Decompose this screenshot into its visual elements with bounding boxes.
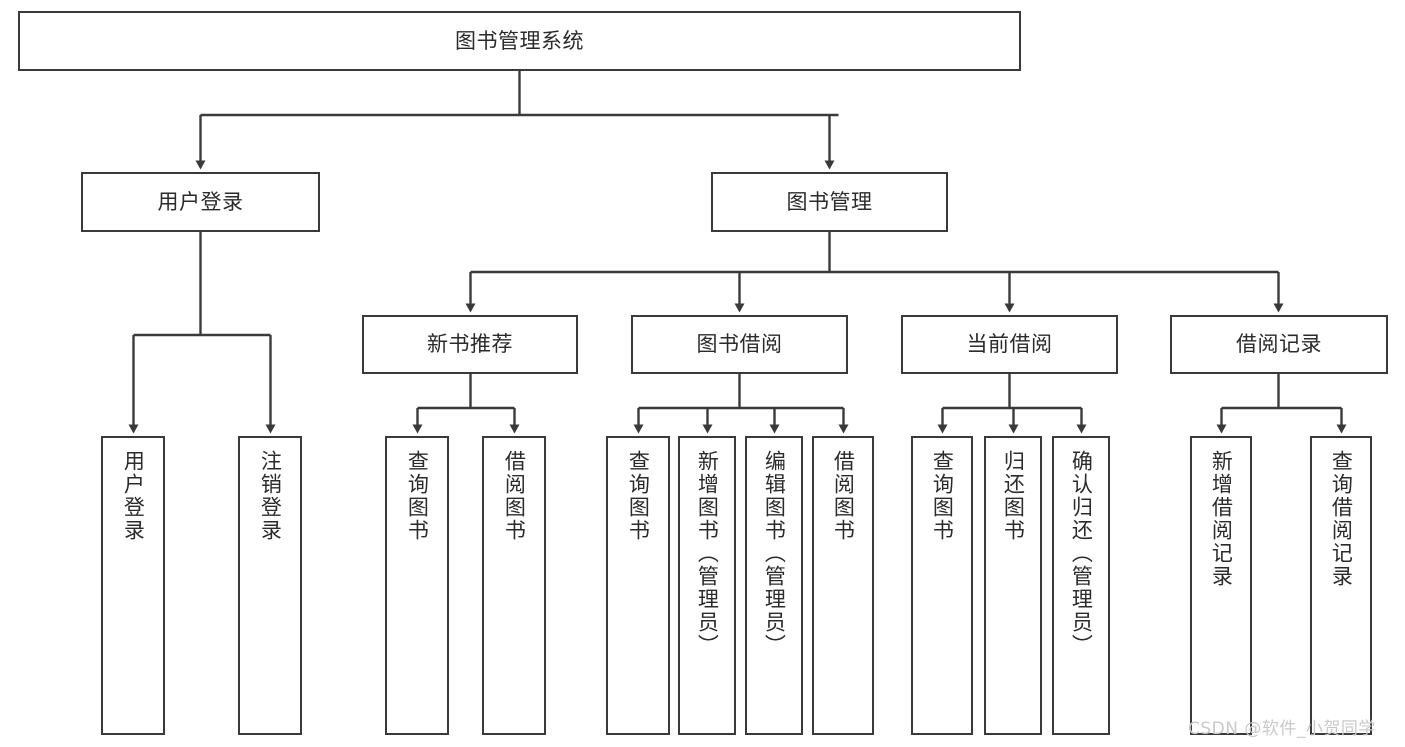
leaf-confirm-return-admin-label: 确认归还（管理员） <box>1069 450 1094 657</box>
leaf-edit-book-admin[interactable]: 编辑图书（管理员） <box>745 436 803 735</box>
node-user-login[interactable]: 用户登录 <box>81 172 320 232</box>
leaf-query-books-new-label: 查询图书 <box>405 450 430 542</box>
leaf-borrow-books[interactable]: 借阅图书 <box>812 436 874 735</box>
leaf-add-book-admin[interactable]: 新增图书（管理员） <box>678 436 736 735</box>
leaf-borrow-books-new[interactable]: 借阅图书 <box>482 436 546 735</box>
node-book-management[interactable]: 图书管理 <box>711 172 948 232</box>
leaf-user-login[interactable]: 用户登录 <box>101 436 165 735</box>
leaf-edit-book-admin-label: 编辑图书（管理员） <box>762 450 787 657</box>
leaf-add-borrow-record-label: 新增借阅记录 <box>1209 450 1234 588</box>
leaf-query-books-current-label: 查询图书 <box>930 450 955 542</box>
node-current-borrow[interactable]: 当前借阅 <box>901 315 1118 374</box>
node-borrow-records-label: 借阅记录 <box>1236 332 1322 357</box>
node-book-management-label: 图书管理 <box>786 189 873 214</box>
node-book-borrow[interactable]: 图书借阅 <box>631 315 848 374</box>
leaf-logout[interactable]: 注销登录 <box>238 436 302 735</box>
node-new-book-recommend-label: 新书推荐 <box>427 332 513 357</box>
csdn-watermark: CSDN @软件_小贺同学 <box>1188 719 1376 739</box>
leaf-user-login-label: 用户登录 <box>121 450 146 542</box>
leaf-return-books-label: 归还图书 <box>1001 450 1026 542</box>
leaf-query-books-current[interactable]: 查询图书 <box>911 436 973 735</box>
leaf-query-borrow-record-label: 查询借阅记录 <box>1329 450 1354 588</box>
leaf-query-borrow-record[interactable]: 查询借阅记录 <box>1310 436 1372 735</box>
leaf-add-borrow-record[interactable]: 新增借阅记录 <box>1190 436 1252 735</box>
leaf-query-books-borrow-label: 查询图书 <box>626 450 651 542</box>
leaf-confirm-return-admin[interactable]: 确认归还（管理员） <box>1052 436 1110 735</box>
leaf-borrow-books-new-label: 借阅图书 <box>502 450 527 542</box>
leaf-borrow-books-label: 借阅图书 <box>831 450 856 542</box>
node-current-borrow-label: 当前借阅 <box>966 332 1053 357</box>
leaf-logout-label: 注销登录 <box>258 450 283 542</box>
node-user-login-label: 用户登录 <box>157 189 244 214</box>
node-root-label: 图书管理系统 <box>455 28 584 53</box>
node-borrow-records[interactable]: 借阅记录 <box>1170 315 1388 374</box>
node-new-book-recommend[interactable]: 新书推荐 <box>362 315 578 374</box>
leaf-query-books-new[interactable]: 查询图书 <box>385 436 449 735</box>
node-root[interactable]: 图书管理系统 <box>18 11 1021 71</box>
leaf-add-book-admin-label: 新增图书（管理员） <box>695 450 720 657</box>
leaf-return-books[interactable]: 归还图书 <box>984 436 1042 735</box>
leaf-query-books-borrow[interactable]: 查询图书 <box>606 436 670 735</box>
node-book-borrow-label: 图书借阅 <box>696 332 783 357</box>
